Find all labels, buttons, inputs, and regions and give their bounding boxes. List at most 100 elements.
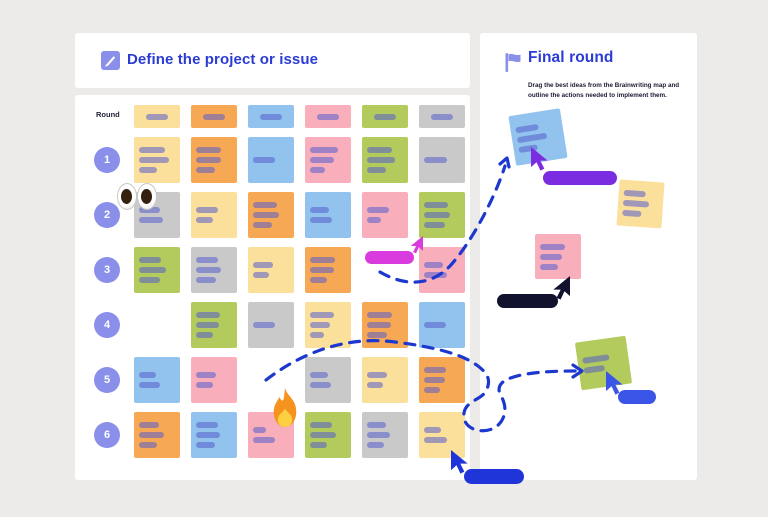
pupil (121, 189, 132, 204)
note-text-line (424, 212, 450, 218)
note-text-line (367, 422, 387, 428)
note-text-line (202, 113, 226, 120)
note-text-line (316, 113, 340, 120)
note-text-line (310, 312, 334, 318)
note-text-line (310, 267, 334, 273)
note-text-line (253, 427, 266, 433)
sticky-note[interactable] (419, 302, 465, 348)
note-text-line (196, 432, 220, 438)
note-text-line (253, 212, 279, 218)
round-column-label: Round (96, 110, 120, 119)
sticky-note[interactable] (419, 357, 465, 403)
note-text-line (139, 277, 160, 283)
sticky-note[interactable] (362, 192, 408, 238)
sticky-note[interactable] (419, 137, 465, 183)
fire-emoji[interactable] (266, 387, 304, 435)
right-panel-title: Final round (528, 49, 614, 66)
sticky-note[interactable] (134, 357, 180, 403)
note-text-line (367, 217, 382, 223)
grid-header-note[interactable] (419, 105, 465, 128)
note-text-line (424, 377, 445, 383)
note-text-line (367, 372, 388, 378)
note-text-line (310, 422, 332, 428)
connector-arrowhead (498, 156, 511, 169)
note-text-line (310, 157, 334, 163)
sticky-note[interactable] (305, 247, 351, 293)
note-text-line (139, 372, 157, 378)
sticky-note[interactable] (305, 412, 351, 458)
note-text-line (196, 147, 222, 153)
sticky-note[interactable] (248, 247, 294, 293)
note-text-line (139, 267, 167, 273)
note-text-line (310, 372, 328, 378)
note-text-line (424, 427, 441, 433)
sticky-note[interactable] (191, 412, 237, 458)
round-number-badge: 2 (94, 202, 120, 228)
note-text-line (540, 263, 558, 270)
note-text-line (139, 257, 162, 263)
sticky-note[interactable] (508, 108, 568, 166)
collaborator-label-pill-magenta (365, 251, 414, 264)
sticky-note[interactable] (248, 302, 294, 348)
sticky-note[interactable] (419, 412, 465, 458)
note-text-line (367, 312, 393, 318)
grid-header-note[interactable] (362, 105, 408, 128)
sticky-note[interactable] (362, 357, 408, 403)
note-text-line (310, 332, 324, 338)
flame-graphic (273, 388, 297, 427)
note-text-line (139, 207, 160, 213)
sticky-note[interactable] (419, 192, 465, 238)
sticky-note[interactable] (191, 247, 237, 293)
note-text-line (310, 322, 331, 328)
note-text-line (430, 113, 454, 120)
note-text-line (424, 222, 445, 228)
grid-header-note[interactable] (134, 105, 180, 128)
left-panel-title: Define the project or issue (127, 51, 319, 68)
note-text-line (196, 277, 217, 283)
sticky-note[interactable] (248, 192, 294, 238)
sticky-note[interactable] (191, 357, 237, 403)
sticky-note[interactable] (134, 247, 180, 293)
sticky-note[interactable] (191, 192, 237, 238)
note-text-line (196, 382, 213, 388)
note-text-line (367, 157, 396, 163)
note-text-line (139, 432, 165, 438)
sticky-note[interactable] (574, 335, 633, 391)
round-number-badge: 5 (94, 367, 120, 393)
grid-header-note[interactable] (248, 105, 294, 128)
note-text-line (310, 167, 326, 173)
sticky-note[interactable] (362, 302, 408, 348)
sticky-note[interactable] (191, 302, 237, 348)
note-text-line (373, 113, 397, 120)
note-text-line (310, 257, 336, 263)
note-text-line (196, 422, 218, 428)
grid-header-note[interactable] (191, 105, 237, 128)
note-text-line (424, 272, 448, 278)
sticky-note[interactable] (191, 137, 237, 183)
sticky-note[interactable] (305, 357, 351, 403)
note-text-line (196, 207, 218, 213)
sticky-note[interactable] (616, 179, 665, 229)
collaborator-label-pill-purple (543, 171, 617, 185)
sticky-note[interactable] (305, 192, 351, 238)
note-text-line (253, 437, 275, 443)
note-text-line (196, 257, 218, 263)
sticky-note[interactable] (134, 412, 180, 458)
sticky-note[interactable] (419, 247, 465, 293)
note-text-line (253, 222, 273, 228)
grid-header-note[interactable] (305, 105, 351, 128)
sticky-note[interactable] (305, 302, 351, 348)
sticky-note[interactable] (134, 137, 180, 183)
note-text-line (367, 147, 393, 153)
note-text-line (367, 332, 388, 338)
note-text-line (623, 189, 646, 198)
sticky-note[interactable] (362, 137, 408, 183)
note-text-line (145, 113, 169, 120)
sticky-note[interactable] (248, 137, 294, 183)
note-text-line (196, 157, 222, 163)
sticky-note[interactable] (362, 412, 408, 458)
eyes-emoji[interactable] (117, 183, 159, 211)
sticky-note[interactable] (535, 234, 581, 279)
sticky-note[interactable] (305, 137, 351, 183)
